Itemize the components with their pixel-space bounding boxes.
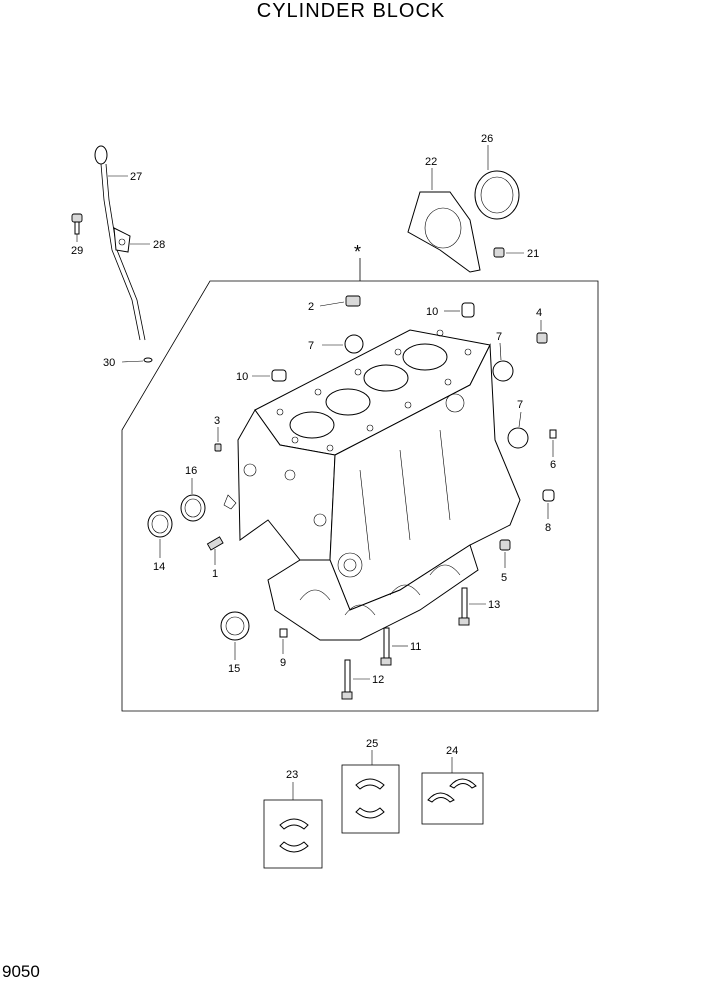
callout-1: 1 (212, 568, 218, 580)
callout-3: 3 (214, 415, 220, 427)
assembly-frame (121, 280, 599, 712)
callout-8: 8 (545, 522, 551, 534)
page-title: CYLINDER BLOCK (256, 0, 446, 22)
callout-21: 21 (527, 248, 539, 260)
callout-10-upper: 10 (426, 306, 438, 318)
callout-15: 15 (228, 663, 240, 675)
callout-30: 30 (103, 357, 115, 369)
callout-27: 27 (130, 171, 142, 183)
callout-4: 4 (536, 307, 542, 319)
callout-22: 22 (425, 156, 437, 168)
callout-26: 26 (481, 133, 493, 145)
callout-9: 9 (280, 657, 286, 669)
callout-7-left: 7 (308, 340, 314, 352)
callout-10-left: 10 (236, 371, 248, 383)
callout-14: 14 (153, 561, 165, 573)
thrust-washer-24-box (421, 772, 484, 825)
callout-13: 13 (488, 599, 500, 611)
callout-5: 5 (501, 572, 507, 584)
callout-labels: 1 2 3 4 5 6 7 7 7 8 9 10 10 11 12 13 14 … (71, 133, 556, 781)
callout-23: 23 (286, 769, 298, 781)
callout-6: 6 (550, 459, 556, 471)
callout-2: 2 (308, 301, 314, 313)
callout-25: 25 (366, 738, 378, 750)
cylinder-block-drawing (223, 329, 521, 641)
bearing-set-25-box (341, 764, 400, 834)
bearing-set-23-box (263, 799, 323, 869)
callout-24: 24 (446, 745, 458, 757)
callout-12: 12 (372, 674, 384, 686)
callout-11: 11 (410, 641, 421, 653)
callout-29: 29 (71, 245, 83, 257)
callout-28: 28 (153, 239, 165, 251)
callout-7-right: 7 (496, 331, 502, 343)
assembly-mark: * (354, 242, 361, 262)
page-code: 9050 (2, 962, 40, 981)
callout-7-lower: 7 (517, 399, 523, 411)
callout-16: 16 (185, 465, 197, 477)
